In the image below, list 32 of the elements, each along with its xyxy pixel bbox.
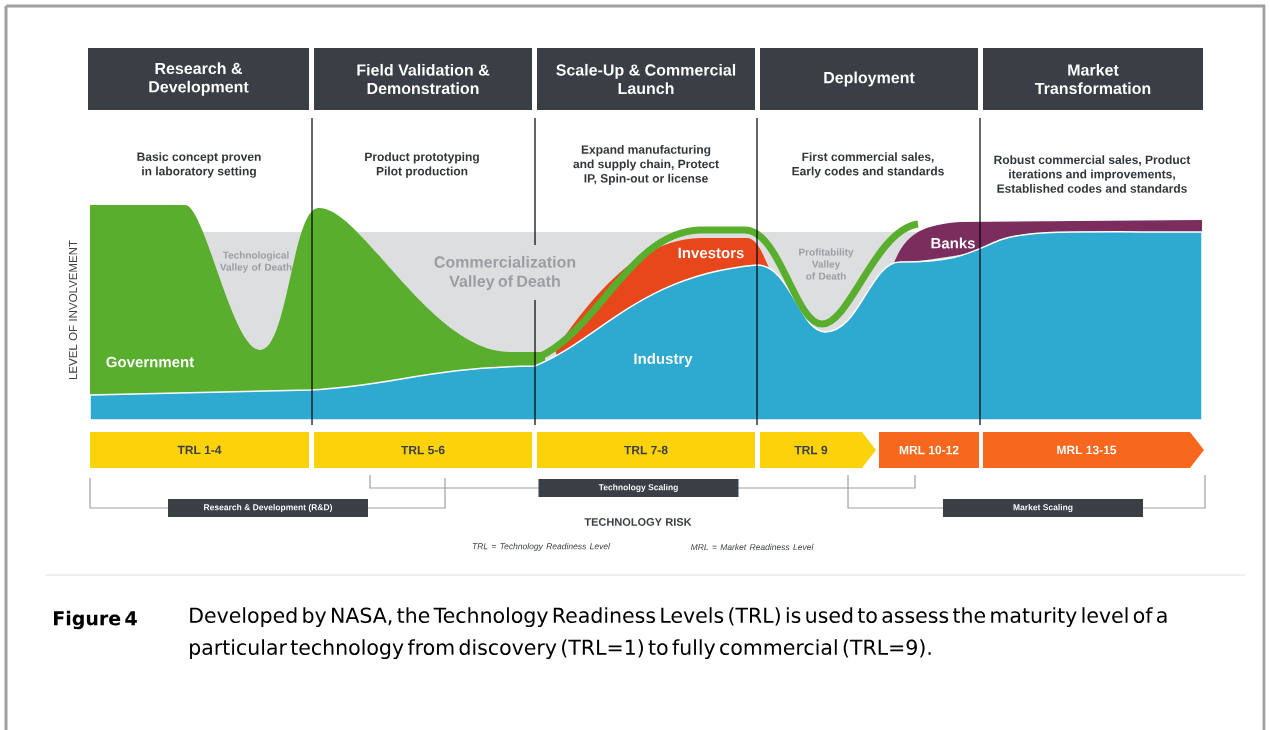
level-band: TRL 5-6 (314, 432, 532, 468)
area-label: Investors (678, 247, 744, 259)
area-label: Industry (634, 353, 693, 367)
abbreviation-note: TRL = Technology Readiness Level (472, 543, 611, 551)
phase-header: Deployment (760, 48, 978, 110)
level-band: TRL 9 (760, 432, 876, 468)
bracket-label: Technology Scaling (538, 479, 739, 497)
phase-description: Robust commercial sales, Product iterations and improvements, Established codes and standards (994, 155, 1191, 193)
area-label: Profitability Valley of Death (799, 248, 854, 280)
figure-number: Figure 4 (54, 610, 137, 630)
phase-description: First commercial sales, Early codes and standards (792, 152, 944, 178)
level-band: TRL 1-4 (90, 432, 309, 468)
level-band: TRL 7-8 (537, 432, 755, 468)
phase-description: Basic concept proven in laboratory setting (137, 152, 261, 178)
bracket-label: Research & Development (R&D) (168, 499, 368, 517)
phase-header: Research & Development (88, 48, 309, 110)
phase-header: Field Validation & Demonstration (314, 48, 532, 110)
level-band: MRL 10-12 (879, 432, 979, 468)
phase-description: Expand manufacturing and supply chain, Protect IP, Spin-out or license (573, 145, 719, 185)
bracket-label: Market Scaling (943, 499, 1143, 517)
phase-header: Scale-Up & Commercial Launch (537, 48, 755, 110)
figure-caption: Developed by NASA, the Technology Readiness Levels (TRL) is used to assess the maturity level of a particular technology from discovery (TRL=1) to fully commercial (TRL=9). (190, 607, 1167, 660)
axis-title: LEVEL OF INVOLVEMENT (68, 240, 78, 380)
area-label: Commercialization Valley of Death (434, 255, 576, 291)
area-label: Banks (931, 237, 975, 249)
phase-description: Product prototyping Pilot production (365, 152, 479, 178)
axis-title: TECHNOLOGY RISK (584, 518, 692, 526)
area-label: Technological Valley of Death (219, 251, 292, 273)
level-band: MRL 13-15 (983, 432, 1204, 468)
abbreviation-note: MRL = Market Readiness Level (690, 543, 814, 551)
area-label: Government (106, 356, 194, 368)
phase-header: Market Transformation (983, 48, 1203, 110)
